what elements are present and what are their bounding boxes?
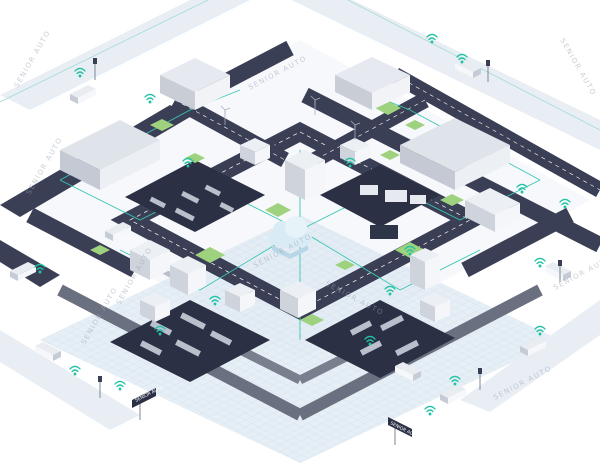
truck-icon — [70, 85, 96, 104]
wind-turbines — [220, 95, 361, 140]
traffic-light-icon — [93, 58, 97, 80]
traffic-light-icon — [478, 368, 482, 390]
wifi-icon — [34, 263, 46, 274]
truck-icon — [440, 385, 466, 404]
warehouse-north-west — [60, 120, 160, 190]
factory-pad-north-east — [320, 165, 440, 227]
wifi-icon — [209, 295, 221, 306]
traffic-lights — [93, 58, 562, 398]
buildings — [60, 57, 520, 322]
factory-pad-north-west — [125, 160, 265, 232]
wifi-icon — [384, 285, 396, 296]
truck-icon — [395, 362, 421, 381]
factory-pad-south-east — [305, 300, 455, 378]
factory-pads — [110, 160, 455, 382]
wifi-icon — [144, 93, 156, 104]
factory-pad-south-west — [110, 300, 270, 382]
building-small-a — [240, 138, 270, 165]
truck-icon — [35, 342, 61, 361]
truck-icon — [105, 222, 131, 241]
office-block-mid-left — [170, 256, 206, 295]
truck-icon — [10, 262, 36, 281]
wifi-icon — [559, 198, 571, 209]
wifi-icon — [426, 33, 438, 44]
building-small-e — [140, 293, 170, 322]
trucks — [10, 59, 571, 404]
traffic-light-icon — [486, 60, 490, 82]
truck-icon — [545, 262, 571, 281]
building-east — [465, 188, 520, 232]
cloud-icon — [268, 216, 312, 259]
wifi-icon — [154, 325, 166, 336]
wifi-icon — [456, 53, 468, 64]
machinery — [139, 184, 426, 357]
wifi-icon — [344, 157, 356, 168]
building-center-south — [280, 281, 316, 318]
highways — [0, 0, 600, 430]
building-small-b — [340, 138, 370, 165]
wifi-icon — [114, 380, 126, 391]
wifi-icon — [182, 157, 194, 168]
office-block-left — [130, 240, 170, 280]
factory-top-left — [160, 58, 230, 110]
office-block-center — [285, 150, 325, 200]
building-small-d — [420, 293, 450, 322]
wifi-icon — [516, 183, 528, 194]
wifi-icon — [534, 257, 546, 268]
traffic-light-icon — [98, 376, 102, 398]
wifi-icon — [69, 365, 81, 376]
warehouse-north-east — [400, 118, 510, 190]
wifi-icon — [449, 375, 461, 386]
wifi-icon — [404, 245, 416, 256]
building-small-c — [225, 283, 255, 312]
wind-turbine-icon — [220, 105, 231, 125]
wifi-icon — [424, 405, 436, 416]
wifi-icon — [534, 325, 546, 336]
wifi-icons — [34, 33, 571, 416]
factory-top-right — [335, 57, 410, 110]
wifi-icon — [74, 67, 86, 78]
tower-right — [410, 248, 440, 290]
wind-turbine-icon — [350, 120, 361, 140]
wifi-icon — [364, 335, 376, 346]
traffic-light-icon — [558, 260, 562, 282]
truck-icon — [520, 337, 546, 356]
wind-turbine-icon — [310, 95, 321, 115]
